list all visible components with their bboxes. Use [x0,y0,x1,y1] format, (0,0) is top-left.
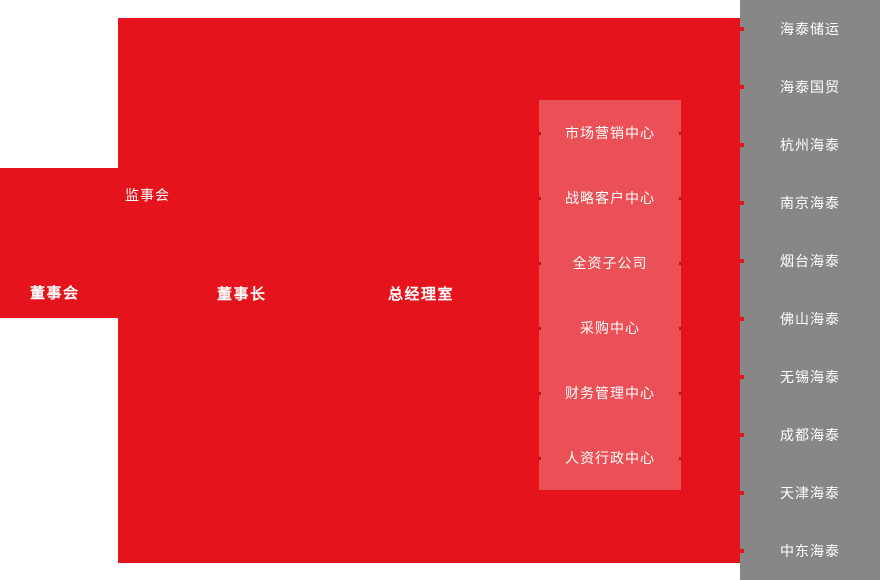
bullet-dot-icon [740,433,744,437]
department-label: 人资行政中心 [565,449,655,466]
subsidiary-label: 成都海泰 [780,427,840,443]
sidebar-item-yantai-haitai[interactable]: 烟台海泰 [740,232,880,290]
department-label: 采购中心 [580,319,640,336]
bullet-dot-left-icon [538,391,541,395]
bullet-dot-icon [740,491,744,495]
subsidiary-label: 海泰国贸 [780,79,840,95]
subsidiary-label: 无锡海泰 [780,369,840,385]
subsidiary-label: 佛山海泰 [780,311,840,327]
department-label: 财务管理中心 [565,384,655,401]
sidebar-item-foshan-haitai[interactable]: 佛山海泰 [740,290,880,348]
main-organization-block [118,18,740,563]
department-label: 全资子公司 [572,254,648,271]
subsidiary-label: 杭州海泰 [780,137,840,153]
subsidiary-label: 烟台海泰 [780,253,840,269]
general-manager-office-label[interactable]: 总经理室 [388,286,455,303]
bullet-dot-left-icon [538,131,541,135]
department-label: 战略客户中心 [565,189,655,206]
bullet-dot-icon [740,549,744,553]
bullet-dot-left-icon [538,326,541,330]
department-label: 市场营销中心 [565,124,655,141]
supervisory-board-label[interactable]: 监事会 [125,187,170,203]
sidebar-item-haitai-intl-trade[interactable]: 海泰国贸 [740,58,880,116]
subsidiary-label: 海泰储运 [780,21,840,37]
department-item-wholly-owned-subsidiary[interactable]: 全资子公司 [538,230,682,295]
bullet-dot-icon [740,85,744,89]
board-of-directors-label[interactable]: 董事会 [30,285,80,302]
department-item-procurement[interactable]: 采购中心 [538,295,682,360]
chairman-label[interactable]: 董事长 [217,286,267,303]
sidebar-item-chengdu-haitai[interactable]: 成都海泰 [740,406,880,464]
sidebar-item-hangzhou-haitai[interactable]: 杭州海泰 [740,116,880,174]
bullet-dot-left-icon [538,456,541,460]
bullet-dot-right-icon [679,391,682,395]
board-of-directors-block [0,168,118,318]
sidebar-item-tianjin-haitai[interactable]: 天津海泰 [740,464,880,522]
bullet-dot-icon [740,27,744,31]
sidebar-item-haitai-storage-transport[interactable]: 海泰储运 [740,0,880,58]
subsidiary-label: 中东海泰 [780,543,840,559]
department-item-finance[interactable]: 财务管理中心 [538,360,682,425]
bullet-dot-left-icon [538,196,541,200]
bullet-dot-icon [740,317,744,321]
subsidiary-sidebar: 海泰储运 海泰国贸 杭州海泰 南京海泰 烟台海泰 佛山海泰 无锡海泰 [740,0,880,580]
bullet-dot-right-icon [679,131,682,135]
department-item-marketing[interactable]: 市场营销中心 [538,100,682,165]
bullet-dot-icon [740,143,744,147]
bullet-dot-right-icon [679,326,682,330]
sidebar-item-middle-east-haitai[interactable]: 中东海泰 [740,522,880,580]
bullet-dot-icon [740,375,744,379]
bullet-dot-right-icon [679,456,682,460]
department-item-strategic-customer[interactable]: 战略客户中心 [538,165,682,230]
department-item-hr-admin[interactable]: 人资行政中心 [538,425,682,490]
bullet-dot-icon [740,201,744,205]
sidebar-item-nanjing-haitai[interactable]: 南京海泰 [740,174,880,232]
department-panel: 市场营销中心 战略客户中心 全资子公司 采购中心 财务管理中心 人资行政中心 [538,100,682,490]
sidebar-item-wuxi-haitai[interactable]: 无锡海泰 [740,348,880,406]
subsidiary-label: 天津海泰 [780,485,840,501]
bullet-dot-right-icon [679,196,682,200]
bullet-dot-right-icon [679,261,682,265]
subsidiary-label: 南京海泰 [780,195,840,211]
bullet-dot-left-icon [538,261,541,265]
bullet-dot-icon [740,259,744,263]
